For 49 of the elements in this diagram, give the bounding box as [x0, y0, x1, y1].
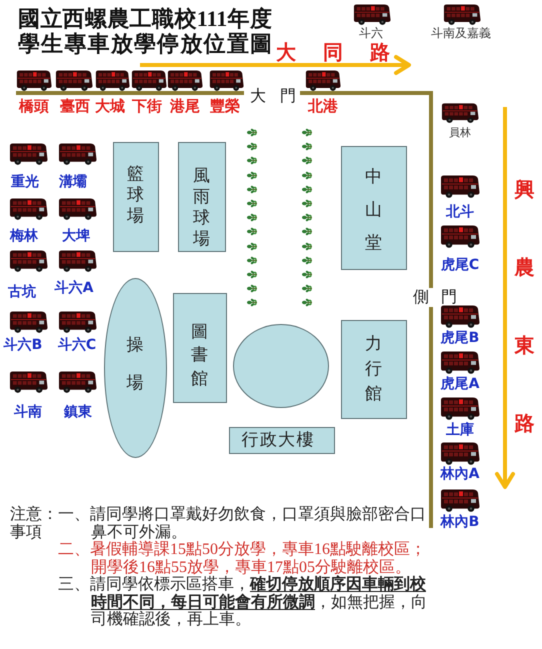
route-label: 古坑	[8, 285, 36, 300]
place-label: 力行館	[364, 333, 382, 406]
place-label: 操場	[126, 334, 144, 394]
route-label: 北港	[308, 98, 338, 114]
place-label: 行政大樓	[242, 432, 314, 448]
building-box	[173, 293, 227, 403]
route-label: 臺西	[60, 98, 90, 114]
route-label: 林內B	[440, 515, 480, 530]
route-label: 大埤	[62, 229, 90, 244]
route-label: 豐榮	[210, 98, 240, 114]
route-label: 港尾	[170, 98, 200, 114]
route-label: 斗南及嘉義	[431, 27, 491, 40]
route-label: 斗六A	[54, 281, 94, 296]
place-label: 風雨球場	[192, 166, 210, 250]
route-label: 虎尾A	[440, 377, 480, 392]
note-text: 二、暑假輔導課15點50分放學，專車16點駛離校區；開學後16點55放學，專車17點05分駛離校區。	[58, 541, 427, 576]
route-label: 土庫	[446, 423, 474, 438]
note-text: 一、請同學將口罩戴好勿飲食，口罩須與臉部密合口鼻不可外漏。	[58, 506, 427, 540]
route-label: 虎尾C	[440, 258, 480, 273]
place-label: 中山堂	[364, 166, 382, 255]
route-label: 溝壩	[59, 175, 87, 190]
gate-label: 大門	[250, 87, 296, 104]
route-label: 下街	[132, 98, 162, 114]
building-box	[341, 320, 407, 419]
route-label: 虎尾B	[440, 331, 480, 346]
title: 國立西螺農工職校111年度學生專車放學停放位置圖	[18, 6, 272, 56]
route-label: 北斗	[446, 205, 474, 220]
note-heading: 注意：事項	[10, 506, 58, 541]
building-box	[113, 142, 159, 252]
route-label: 員林	[449, 127, 471, 139]
gate-label: 側門	[413, 288, 457, 305]
building-box	[178, 142, 226, 252]
route-label: 梅林	[10, 229, 38, 244]
route-label: 林內A	[440, 467, 480, 482]
place-label: 籃球場	[126, 164, 144, 227]
building-box	[341, 146, 407, 270]
note-text: 三、請同學依標示區搭車，確切停放順序因車輛到校時間不同，每日可能會有所微調，如無把握，向司機確認後，再上車。	[58, 576, 428, 628]
route-label: 斗六C	[58, 338, 96, 353]
building-box	[229, 427, 335, 454]
road-name: 興農東路	[514, 176, 535, 437]
route-label: 斗六B	[4, 338, 42, 353]
route-label: 大城	[95, 98, 125, 114]
route-label: 重光	[11, 175, 39, 190]
route-label: 斗六	[359, 27, 383, 40]
road-name: 大同路	[276, 42, 390, 62]
route-label: 鎮東	[64, 405, 92, 420]
route-label: 橋頭	[19, 98, 49, 114]
route-label: 斗南	[14, 405, 42, 420]
place-label: 圖書館	[190, 320, 208, 391]
